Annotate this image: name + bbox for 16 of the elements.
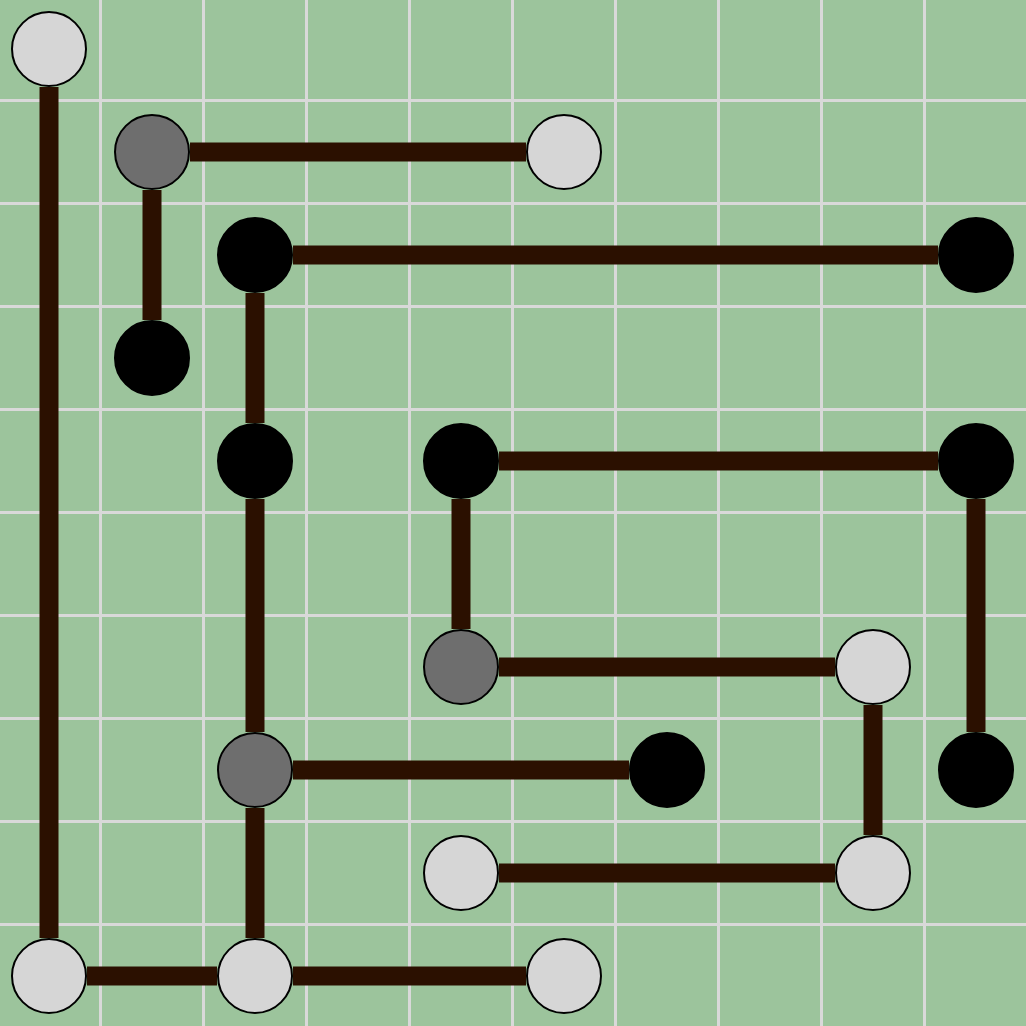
connector-line [142,190,162,320]
connector-line [966,499,986,732]
connector-line [499,657,835,677]
connector-line [293,245,938,265]
connector-line [293,966,526,986]
connector-line [245,499,265,732]
connector-line [451,499,471,629]
connector-line [245,808,265,938]
connector-line [499,863,835,883]
connector-line [190,142,526,162]
connector-line [245,293,265,423]
connector-line [87,966,217,986]
connector-line [293,760,629,780]
connector-line [39,87,59,938]
connector-line [863,705,883,835]
connector-line [499,451,938,471]
